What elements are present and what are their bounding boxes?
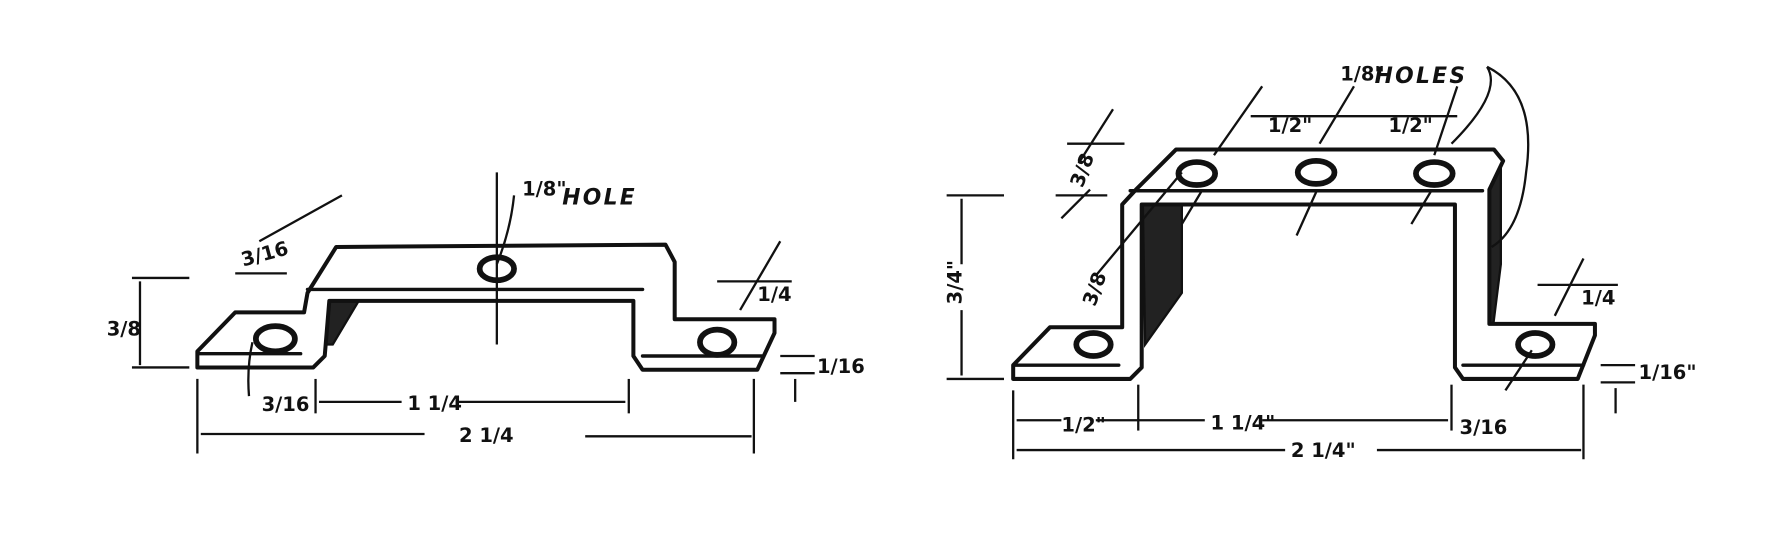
right-dim-tab-width: 1/4: [1581, 286, 1615, 309]
right-bracket: 1/8" HOLES 1/2" 1/2" 3/8 3/4" 3/8 1/4 1/…: [944, 63, 1697, 462]
right-dim-spacing-1: 1/2": [1268, 114, 1312, 137]
left-bracket: 1/8" HOLE 3/16 3/8 1/4 1/16 3/16 1 1/4 2…: [107, 172, 865, 454]
right-dim-spacing-2: 1/2": [1388, 114, 1432, 137]
right-dim-plate-width: 3/8: [1066, 150, 1099, 190]
hole-icon: [253, 323, 298, 355]
left-hole-label: HOLE: [562, 186, 637, 211]
left-dim-tab-height: 3/8: [107, 317, 141, 340]
right-dim-inner-span: 1 1/4": [1211, 411, 1276, 434]
right-dim-hole-offset: 3/16: [1460, 416, 1508, 439]
left-dim-hole-offset: 3/16: [262, 393, 310, 416]
hole-icon: [697, 326, 738, 358]
hole-icon: [1294, 158, 1338, 187]
hole-icon: [1515, 330, 1556, 359]
left-dim-inner-span: 1 1/4: [407, 392, 462, 415]
right-dim-overall: 2 1/4": [1291, 439, 1356, 462]
right-dim-thickness: 1/16": [1639, 361, 1697, 384]
left-hole-size: 1/8": [522, 177, 566, 200]
left-dim-plate-width: 3/16: [239, 237, 291, 272]
left-dim-tab-width: 1/4: [757, 283, 791, 306]
hole-icon: [1413, 159, 1456, 188]
right-hole-label: HOLES: [1375, 64, 1468, 89]
left-bracket-body: [195, 242, 777, 372]
hole-icon: [1073, 330, 1114, 359]
left-dim-thickness: 1/16: [817, 355, 865, 378]
right-dim-riser-width: 3/8: [1078, 269, 1111, 309]
right-bracket-shade-left: [1141, 203, 1184, 349]
left-dim-overall: 2 1/4: [459, 424, 514, 447]
hole-icon: [1175, 159, 1219, 188]
right-dim-tab-length: 1/2": [1061, 414, 1105, 437]
right-dim-height: 3/4": [944, 260, 967, 304]
right-hole-size: 1/8": [1340, 63, 1384, 86]
